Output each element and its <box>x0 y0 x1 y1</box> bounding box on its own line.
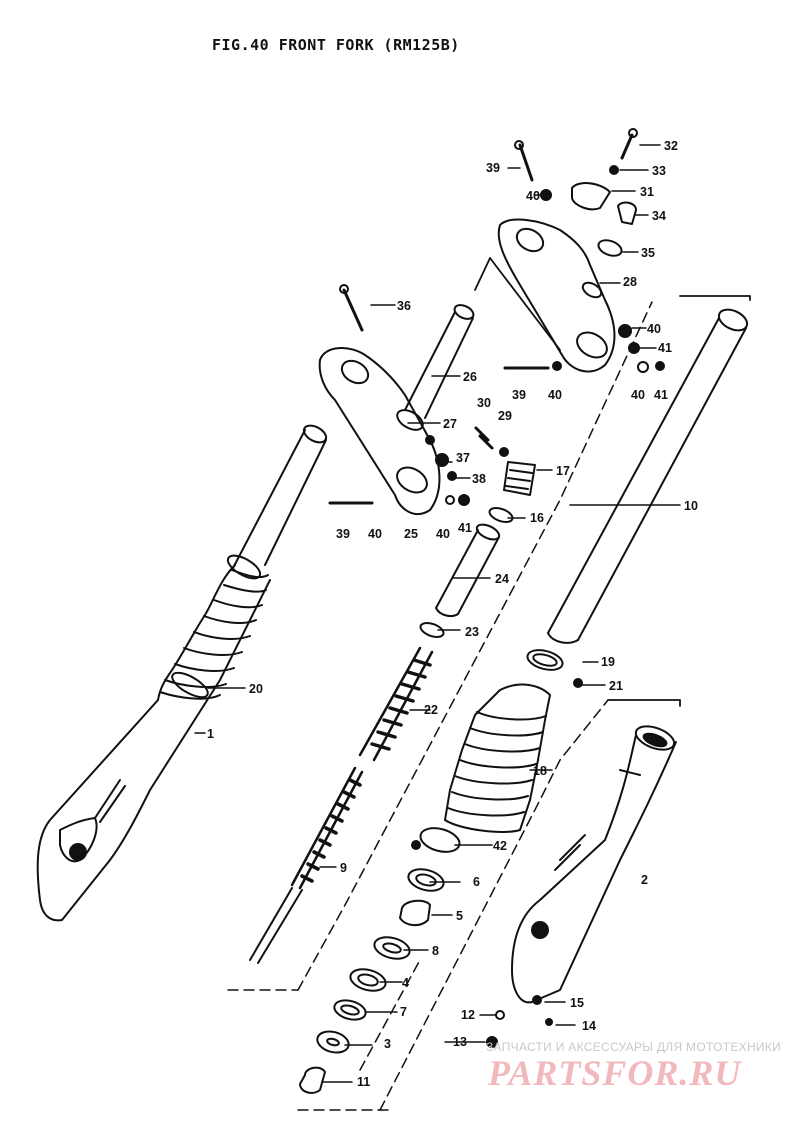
part-label-17: 17 <box>556 464 570 478</box>
part-label-26: 26 <box>463 370 477 384</box>
leader-brackets <box>474 257 751 707</box>
part-label-16: 16 <box>530 511 544 525</box>
part-label-41-left: 41 <box>458 521 472 535</box>
part-label-24: 24 <box>495 572 509 586</box>
figure-title: FIG.40 FRONT FORK (RM125B) <box>212 36 460 54</box>
part-label-41-right-lower: 41 <box>654 388 668 402</box>
lower-bracket <box>318 347 441 515</box>
part-label-34: 34 <box>652 209 666 223</box>
part-labels: 1 2 3 4 5 6 7 8 9 10 11 12 13 14 15 16 1… <box>207 139 698 1089</box>
spacer-tube <box>435 523 501 617</box>
part-label-42: 42 <box>493 839 507 853</box>
part-label-14: 14 <box>582 1019 596 1033</box>
part-label-31: 31 <box>640 185 654 199</box>
inner-tube-right <box>547 308 749 644</box>
part-label-40-top: 40 <box>526 189 540 203</box>
part-label-40-right: 40 <box>647 322 661 336</box>
part-label-4: 4 <box>402 976 409 990</box>
part-label-12: 12 <box>461 1008 475 1022</box>
watermark-logo: PARTSFOR.RU <box>488 1053 742 1093</box>
part-label-6: 6 <box>473 875 480 889</box>
watermark-caption: ЗАПЧАСТИ И АКСЕССУАРЫ ДЛЯ МОТОТЕХНИКИ <box>486 1040 782 1054</box>
part-label-33: 33 <box>652 164 666 178</box>
part-label-11: 11 <box>357 1075 370 1089</box>
part-label-39-top: 39 <box>486 161 500 175</box>
part-label-8: 8 <box>432 944 439 958</box>
part-label-2: 2 <box>641 873 648 887</box>
part-label-40-left: 40 <box>368 527 382 541</box>
seals-and-washers <box>171 507 564 1094</box>
part-label-25: 25 <box>404 527 418 541</box>
part-label-39-right: 39 <box>512 388 526 402</box>
part-label-7: 7 <box>400 1005 407 1019</box>
part-label-40-right-lower: 40 <box>631 388 645 402</box>
part-label-40-bracket: 40 <box>436 527 450 541</box>
fork-spring <box>358 646 434 762</box>
part-label-5: 5 <box>456 909 463 923</box>
part-label-20: 20 <box>249 682 263 696</box>
part-label-30: 30 <box>477 396 491 410</box>
part-label-32: 32 <box>664 139 678 153</box>
part-label-15: 15 <box>570 996 584 1010</box>
fasteners <box>328 128 665 1048</box>
part-label-41-right: 41 <box>658 341 672 355</box>
part-label-28: 28 <box>623 275 637 289</box>
upper-bracket <box>497 218 616 373</box>
steering-stem <box>404 304 475 419</box>
part-label-10: 10 <box>684 499 698 513</box>
part-label-18: 18 <box>533 764 547 778</box>
part-label-38: 38 <box>472 472 486 486</box>
part-label-29: 29 <box>498 409 512 423</box>
part-label-23: 23 <box>465 625 479 639</box>
part-label-35: 35 <box>641 246 655 260</box>
outer-tube-right <box>511 725 677 1004</box>
part-label-37: 37 <box>456 451 470 465</box>
damper-rod <box>249 766 364 964</box>
part-label-27: 27 <box>443 417 457 431</box>
fork-boot-right <box>444 683 551 833</box>
part-label-3: 3 <box>384 1037 391 1051</box>
part-label-22: 22 <box>424 703 438 717</box>
callout-leaders <box>194 144 681 1083</box>
part-label-19: 19 <box>601 655 615 669</box>
part-label-9: 9 <box>340 861 347 875</box>
part-label-36: 36 <box>397 299 411 313</box>
outer-tube-left <box>36 424 328 922</box>
part-label-1: 1 <box>207 727 214 741</box>
part-label-39-left: 39 <box>336 527 350 541</box>
assembly-lines <box>227 301 653 1111</box>
part-label-40-mid: 40 <box>548 388 562 402</box>
part-label-13: 13 <box>453 1035 467 1049</box>
part-label-21: 21 <box>609 679 623 693</box>
